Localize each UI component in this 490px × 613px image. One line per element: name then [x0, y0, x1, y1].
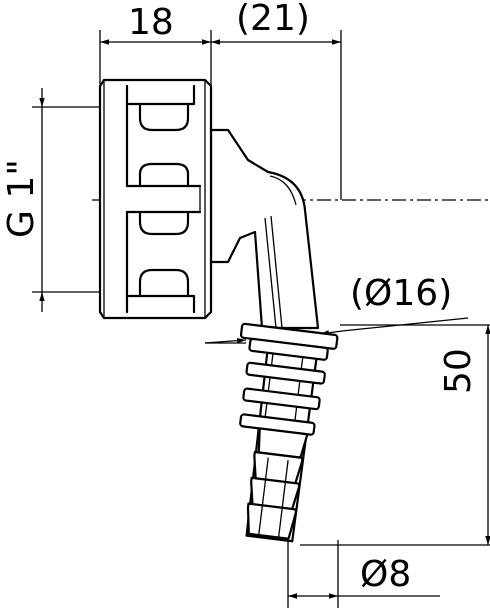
- dim-height: 50: [438, 348, 479, 394]
- dim-hose-outer-diameter: (Ø16): [350, 273, 452, 314]
- dim-offset: (21): [236, 0, 310, 39]
- dim-hose-inner-diameter: Ø8: [360, 554, 411, 595]
- union-nut: [98, 78, 213, 320]
- hose-barb: [239, 322, 339, 543]
- dim-nut-width: 18: [128, 2, 174, 43]
- dim-thread: G 1": [1, 159, 42, 238]
- fitting-body: [209, 128, 320, 330]
- dimension-lines: [39, 39, 490, 599]
